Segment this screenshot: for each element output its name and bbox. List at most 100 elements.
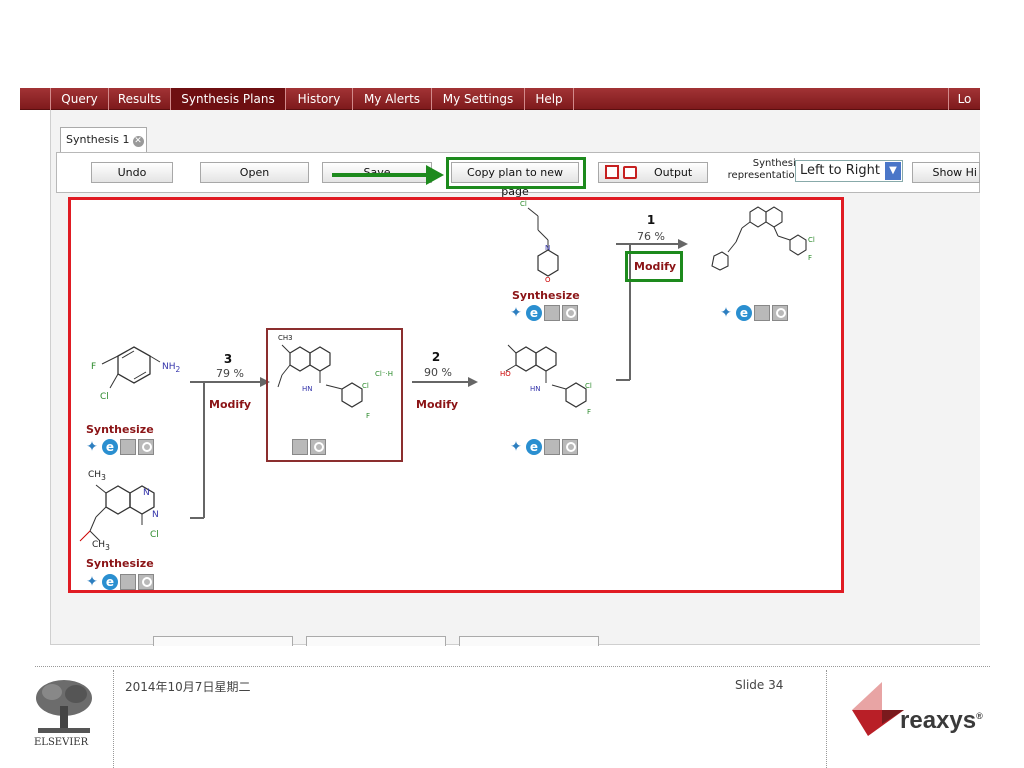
elsevier-wordmark: ELSEVIER: [34, 737, 89, 748]
step-3-number: 3: [223, 352, 233, 366]
bottom-button-1[interactable]: [153, 636, 293, 646]
nav-query[interactable]: Query: [50, 88, 108, 110]
molecule-intermediate-acetate-hcl[interactable]: [268, 335, 398, 425]
molecule-product-gefitinib[interactable]: [700, 198, 825, 288]
details-list-icon[interactable]: [544, 305, 560, 321]
step-3-yield: 79 %: [216, 367, 244, 380]
open-button[interactable]: Open: [200, 162, 309, 183]
structure-search-icon[interactable]: ✦: [86, 439, 98, 455]
magnify-icon[interactable]: [772, 305, 788, 321]
nav-logout[interactable]: Lo: [948, 88, 980, 110]
nav-help[interactable]: Help: [524, 88, 574, 110]
slide-number: Slide 34: [735, 678, 784, 692]
structure-search-icon[interactable]: ✦: [510, 305, 522, 321]
step-2-yield: 90 %: [424, 366, 452, 379]
atom-f-c: F: [366, 412, 371, 420]
molecule-phenol-intermediate[interactable]: [490, 335, 610, 425]
details-list-icon[interactable]: [544, 439, 560, 455]
atom-hn-d: HN: [530, 385, 541, 393]
magnify-icon[interactable]: [562, 305, 578, 321]
copy-plan-button[interactable]: Copy plan to new page: [451, 162, 579, 198]
atom-ho-d: HO: [500, 370, 511, 378]
main-nav: Query Results Synthesis Plans History My…: [20, 88, 980, 110]
magnify-icon[interactable]: [138, 439, 154, 455]
modify-highlight: [625, 251, 683, 282]
molecule-chloropropyl-morpholine[interactable]: [510, 200, 590, 290]
product-actions: ✦e: [718, 305, 790, 321]
molecule-b-actions: ✦e: [84, 574, 156, 590]
reaxys-e-icon[interactable]: e: [102, 439, 118, 455]
reaxys-brand-text: reaxys: [900, 707, 977, 734]
atom-ch3-b-symbol: CH: [88, 470, 102, 480]
elsevier-tree-logo: [32, 676, 96, 736]
molecule-chlorofluoroaniline[interactable]: [78, 340, 188, 410]
synthesize-link-b[interactable]: Synthesize: [86, 557, 154, 570]
molecule-e-actions: ✦e: [508, 305, 580, 321]
reaxys-e-icon[interactable]: e: [526, 305, 542, 321]
output-button[interactable]: Output: [598, 162, 708, 183]
registered-mark: ®: [976, 711, 983, 721]
footer-vdivider-right: [826, 670, 827, 768]
step-3-modify-link[interactable]: Modify: [209, 398, 252, 411]
nav-my-alerts[interactable]: My Alerts: [352, 88, 431, 110]
atom-f-d: F: [587, 408, 592, 416]
molecule-chloroquinazoline-acetate[interactable]: [78, 475, 188, 565]
magnify-icon[interactable]: [562, 439, 578, 455]
magnify-icon[interactable]: [310, 439, 326, 455]
atom-ch3-b2: CH3: [92, 540, 110, 552]
undo-button[interactable]: Undo: [91, 162, 173, 183]
reaxys-e-icon[interactable]: e: [526, 439, 542, 455]
intermediate-c-actions: [292, 439, 328, 455]
atom-clh-c: Cl⁻·H: [375, 370, 394, 378]
structure-search-icon[interactable]: ✦: [510, 439, 522, 455]
atom-n-b: N: [143, 488, 150, 498]
structure-search-icon[interactable]: ✦: [720, 305, 732, 321]
print-icon: [623, 166, 637, 179]
bottom-button-3[interactable]: [459, 636, 599, 646]
footer-divider: [35, 666, 990, 667]
details-list-icon[interactable]: [292, 439, 308, 455]
atom-ch3-c: CH3: [278, 334, 293, 342]
atom-cl-d: Cl: [585, 382, 592, 390]
bottom-button-2[interactable]: [306, 636, 446, 646]
reaxys-logo-mark: [852, 682, 904, 736]
atom-ch3-b2-subscript: 3: [105, 542, 110, 552]
step-1-number: 1: [646, 213, 656, 227]
synthesize-link-a[interactable]: Synthesize: [86, 423, 154, 436]
details-list-icon[interactable]: [754, 305, 770, 321]
nav-my-settings[interactable]: My Settings: [431, 88, 524, 110]
representation-select[interactable]: Left to Right ▼: [795, 160, 903, 182]
nav-synthesis-plans[interactable]: Synthesis Plans: [170, 88, 285, 110]
output-label: Output: [654, 166, 693, 179]
representation-value: Left to Right: [800, 163, 881, 178]
nav-results[interactable]: Results: [108, 88, 170, 110]
molecule-d-actions: ✦e: [508, 439, 580, 455]
selected-intermediate-box[interactable]: [266, 328, 403, 462]
nav-history[interactable]: History: [285, 88, 352, 110]
synthesis-canvas: [68, 197, 844, 593]
atom-o-e: O: [545, 276, 551, 284]
magnify-icon[interactable]: [138, 574, 154, 590]
synthesize-link-e[interactable]: Synthesize: [512, 289, 580, 302]
reaxys-e-icon[interactable]: e: [102, 574, 118, 590]
step-1-yield: 76 %: [637, 230, 665, 243]
atom-f-f: F: [808, 254, 813, 262]
details-list-icon[interactable]: [120, 439, 136, 455]
atom-cl-e: Cl: [520, 200, 527, 208]
reaxys-e-icon[interactable]: e: [736, 305, 752, 321]
step-2-number: 2: [431, 350, 441, 364]
atom-ch3-b: CH3: [88, 470, 106, 482]
details-list-icon[interactable]: [120, 574, 136, 590]
atom-cl-b: Cl: [150, 530, 159, 540]
atom-nh2-subscript: 2: [175, 364, 181, 374]
reaction-arrows: [190, 239, 688, 519]
close-tab-icon[interactable]: ✕: [132, 136, 144, 147]
atom-nh2: NH2: [162, 362, 180, 374]
structure-search-icon[interactable]: ✦: [86, 574, 98, 590]
step-1-modify-link[interactable]: Modify: [634, 260, 677, 273]
step-2-modify-link[interactable]: Modify: [416, 398, 459, 411]
chevron-down-icon[interactable]: ▼: [885, 162, 901, 180]
molecule-a-actions: ✦e: [84, 439, 156, 455]
tab-synthesis-1[interactable]: Synthesis 1✕: [60, 127, 147, 152]
show-hits-button[interactable]: Show Hi: [912, 162, 980, 183]
